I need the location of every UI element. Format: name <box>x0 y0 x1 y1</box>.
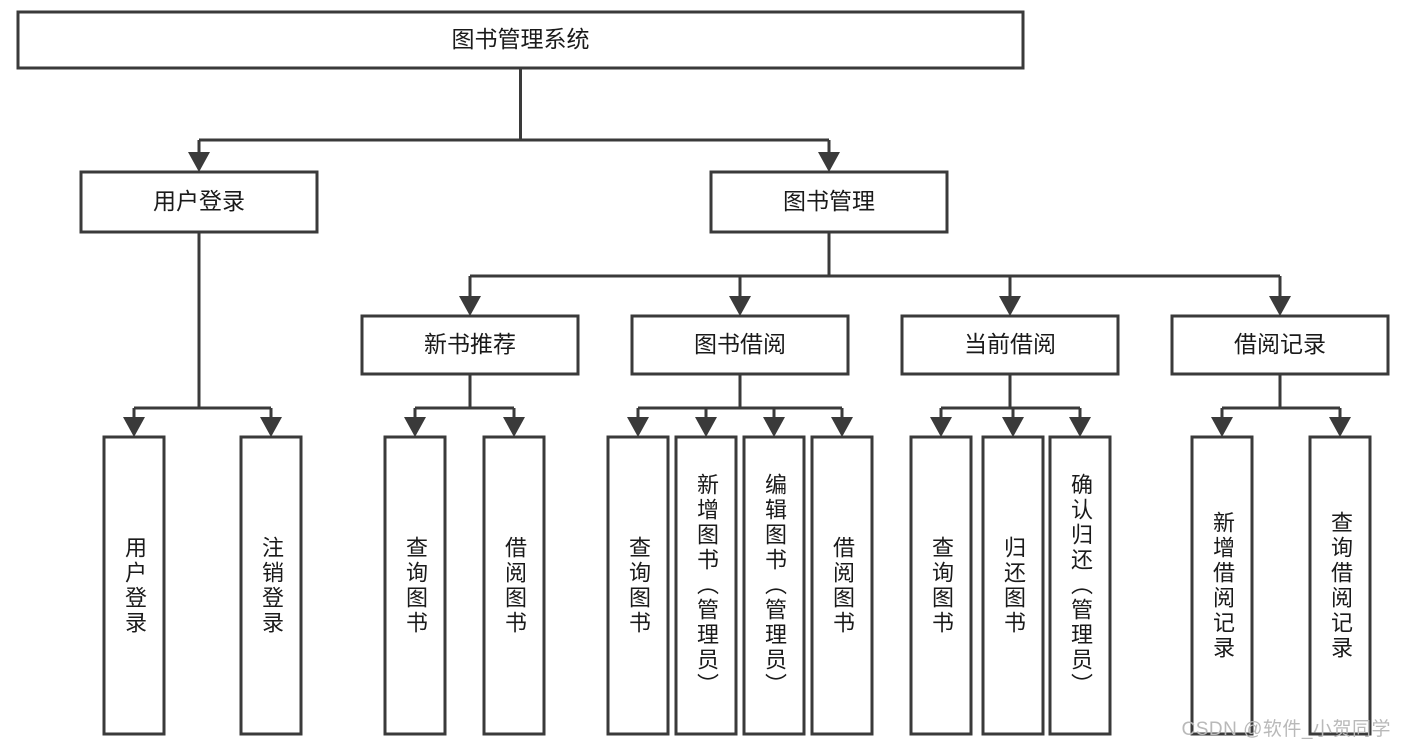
node-leaf-add-record-rect <box>1190 435 1254 736</box>
node-current-borrow-rect <box>900 314 1120 376</box>
node-leaf-add-record[interactable] <box>1190 435 1254 736</box>
node-user-login[interactable]: 用户登录 <box>79 170 319 234</box>
node-new-book-rec-rect <box>360 314 580 376</box>
conn-book-borrow-arrow-0 <box>627 417 649 437</box>
node-book-manage-rect <box>709 170 949 234</box>
conn-user-login-arrow-0 <box>123 417 145 437</box>
node-leaf-query-book-2[interactable] <box>606 435 670 736</box>
node-leaf-return-book-rect <box>981 435 1045 736</box>
conn-root-arrow-1 <box>818 152 840 172</box>
conn-borrow-record-arrow-0 <box>1211 417 1233 437</box>
node-book-borrow-rect <box>630 314 850 376</box>
node-new-book-rec-label: 新书推荐 <box>424 331 516 357</box>
conn-book-borrow-arrow-2 <box>763 417 785 437</box>
node-leaf-confirm-return[interactable] <box>1048 435 1112 736</box>
conn-current-borrow-arrow-1 <box>1002 417 1024 437</box>
node-borrow-record-rect <box>1170 314 1390 376</box>
node-leaf-user-login[interactable] <box>102 435 166 736</box>
node-leaf-query-record[interactable] <box>1308 435 1372 736</box>
conn-new-book-rec-arrow-1 <box>503 417 525 437</box>
node-book-manage-label: 图书管理 <box>783 188 875 214</box>
node-borrow-record-label: 借阅记录 <box>1234 331 1326 357</box>
node-leaf-edit-book-rect <box>742 435 806 736</box>
node-user-login-rect <box>79 170 319 234</box>
node-borrow-record[interactable]: 借阅记录 <box>1170 314 1390 376</box>
node-leaf-borrow-book-2-rect <box>810 435 874 736</box>
node-leaf-query-book-2-rect <box>606 435 670 736</box>
node-leaf-edit-book[interactable] <box>742 435 806 736</box>
node-user-login-label: 用户登录 <box>153 188 245 214</box>
node-new-book-rec[interactable]: 新书推荐 <box>360 314 580 376</box>
node-root[interactable]: 图书管理系统 <box>16 10 1025 70</box>
node-leaf-query-book-3-rect <box>909 435 973 736</box>
node-leaf-add-book-rect <box>674 435 738 736</box>
conn-book-manage-arrow-3 <box>1269 296 1291 316</box>
conn-book-manage-arrow-1 <box>729 296 751 316</box>
node-leaf-add-book[interactable] <box>674 435 738 736</box>
node-book-borrow[interactable]: 图书借阅 <box>630 314 850 376</box>
node-leaf-logout-rect <box>239 435 303 736</box>
node-leaf-borrow-book-1[interactable] <box>482 435 546 736</box>
conn-current-borrow-arrow-0 <box>930 417 952 437</box>
node-leaf-user-login-rect <box>102 435 166 736</box>
node-leaf-query-record-rect <box>1308 435 1372 736</box>
node-book-borrow-label: 图书借阅 <box>694 331 786 357</box>
conn-book-manage-arrow-2 <box>999 296 1021 316</box>
conn-borrow-record-arrow-1 <box>1329 417 1351 437</box>
connectors-layer <box>123 68 1351 437</box>
node-root-rect <box>16 10 1025 70</box>
node-leaf-query-book-1[interactable] <box>383 435 447 736</box>
node-current-borrow[interactable]: 当前借阅 <box>900 314 1120 376</box>
conn-book-borrow-arrow-3 <box>831 417 853 437</box>
node-current-borrow-label: 当前借阅 <box>964 331 1056 357</box>
conn-current-borrow-arrow-2 <box>1069 417 1091 437</box>
node-book-manage[interactable]: 图书管理 <box>709 170 949 234</box>
node-leaf-query-book-1-rect <box>383 435 447 736</box>
node-leaf-logout[interactable] <box>239 435 303 736</box>
node-root-label: 图书管理系统 <box>452 26 590 52</box>
conn-user-login-arrow-1 <box>260 417 282 437</box>
node-leaf-query-book-3[interactable] <box>909 435 973 736</box>
conn-root-arrow-0 <box>188 152 210 172</box>
node-leaf-confirm-return-rect <box>1048 435 1112 736</box>
node-leaf-borrow-book-1-rect <box>482 435 546 736</box>
conn-book-manage-arrow-0 <box>459 296 481 316</box>
conn-new-book-rec-arrow-0 <box>404 417 426 437</box>
node-leaf-return-book[interactable] <box>981 435 1045 736</box>
node-leaf-borrow-book-2[interactable] <box>810 435 874 736</box>
conn-book-borrow-arrow-1 <box>695 417 717 437</box>
csdn-watermark: CSDN @软件_小贺同学 <box>1181 719 1391 740</box>
